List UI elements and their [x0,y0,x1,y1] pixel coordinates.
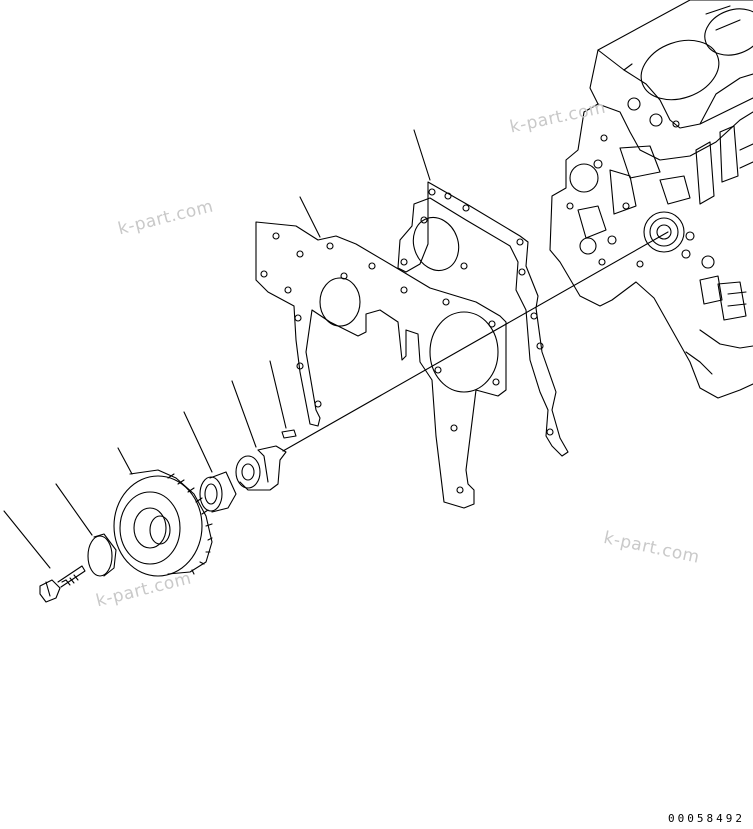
washer [87,533,117,577]
leader-lines [3,129,669,569]
idler-shaft [235,445,287,491]
bolt [39,565,86,603]
bushing [199,471,237,513]
leader-bushing [183,411,213,473]
leader-gasket [413,129,431,181]
drawing-code: 00058492 [668,812,745,825]
assembly-axis [282,231,669,452]
leader-bolt [3,510,51,569]
idler-gear [113,469,213,577]
gasket [397,181,569,457]
leader-shaft [231,380,257,448]
leader-washer [55,483,93,536]
leader-pin [269,360,287,429]
cylinder-block [549,0,753,399]
leader-gear [117,447,133,475]
front-plate [255,221,507,509]
leader-plate [299,196,321,238]
pin [281,429,297,439]
